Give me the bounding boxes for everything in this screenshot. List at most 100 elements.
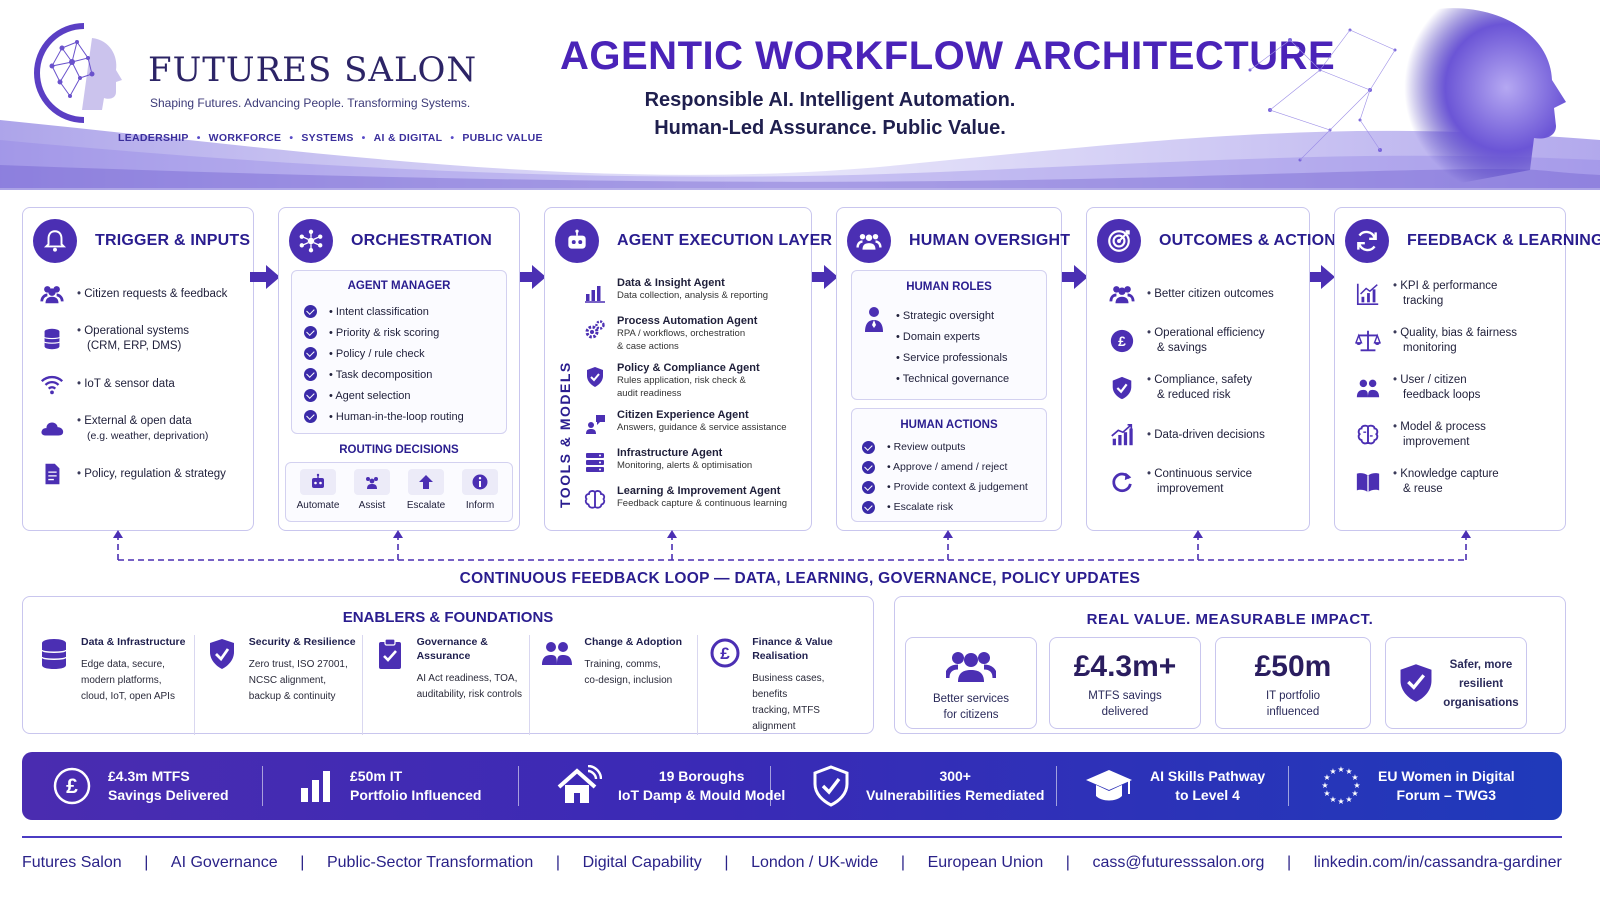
value-card-line: Better services <box>932 693 1010 705</box>
panel-title: AGENT EXECUTION LAYER <box>617 232 833 249</box>
agent-desc: Answers, guidance & service assistance <box>617 422 787 433</box>
routing-label: Inform <box>465 500 495 511</box>
routing-option-automate: Automate <box>292 469 344 511</box>
eu-stars-icon: ★★★★★★ ★★★★★★ <box>1321 765 1360 806</box>
enabler-name: Governance & Assurance <box>416 636 488 662</box>
footer: Futures Salon| AI Governance| Public-Sec… <box>22 854 1562 871</box>
document-icon <box>37 460 67 488</box>
panel-title: FEEDBACK & LEARNING <box>1407 232 1600 249</box>
routing-decisions-box: Automate Assist Escalate Inform <box>285 462 513 522</box>
svg-text:★: ★ <box>1351 789 1358 798</box>
footer-divider <box>22 836 1562 838</box>
robot-icon <box>300 469 336 495</box>
value-card-line: organisations <box>1443 697 1519 709</box>
pillar-leadership: LEADERSHIP <box>118 132 189 144</box>
svg-text:★: ★ <box>1329 767 1336 776</box>
enabler-name: Finance & Value Realisation <box>752 636 833 662</box>
chat-person-icon <box>581 410 609 438</box>
real-value-title: REAL VALUE. MEASURABLE IMPACT. <box>1086 611 1374 628</box>
check-icon <box>304 389 317 402</box>
pound-icon: £ <box>706 635 744 675</box>
svg-text:£: £ <box>720 644 730 663</box>
flow-arrow-icon <box>1058 265 1088 289</box>
enabler-desc: Edge data, secure, <box>81 659 165 670</box>
enabler-desc: Zero trust, ISO 27001, <box>248 659 348 670</box>
item-label-sub: monitoring <box>1403 342 1457 354</box>
svg-text:★: ★ <box>1337 797 1344 806</box>
enabler-governance-assurance: Governance & Assurance AI Act readiness,… <box>371 635 531 735</box>
page-subtitle: Responsible AI. Intelligent Automation. … <box>560 86 1100 142</box>
item-label: Operational efficiency& savings <box>1147 326 1264 356</box>
enabler-desc: NCSC alignment, <box>248 675 327 686</box>
house-signal-icon <box>557 765 602 803</box>
panel-header: OUTCOMES & ACTIONS <box>1097 218 1347 264</box>
agent-manager-box: AGENT MANAGER Intent classification Prio… <box>291 270 507 434</box>
item-label: Citizen requests & feedback <box>77 287 227 302</box>
enablers-row: Data & Infrastructure Edge data, secure,… <box>35 635 865 735</box>
list-item: Task decomposition <box>304 364 498 385</box>
routing-option-inform: Inform <box>454 469 506 511</box>
svg-text:★: ★ <box>1337 765 1344 774</box>
panel-orchestration: ORCHESTRATION AGENT MANAGER Intent class… <box>278 207 520 531</box>
agent-desc: audit readiness <box>617 387 682 399</box>
feedback-loop-label: CONTINUOUS FEEDBACK LOOP — DATA, LEARNIN… <box>459 570 1141 587</box>
check-icon <box>862 500 875 514</box>
svg-text:★: ★ <box>1329 795 1336 804</box>
svg-text:★: ★ <box>1351 773 1358 782</box>
item-label-sub: & savings <box>1157 342 1207 354</box>
list-item: Knowledge capture& reuse <box>1353 466 1555 498</box>
agent-desc: RPA / workflows, orchestration <box>617 328 746 339</box>
panel-header: HUMAN OVERSIGHT <box>847 218 1070 264</box>
real-value-panel: REAL VALUE. MEASURABLE IMPACT. Better se… <box>894 596 1566 734</box>
shield-check-icon <box>1107 374 1137 402</box>
gears-icon <box>581 316 609 344</box>
human-actions-box: HUMAN ACTIONS Review outputs Approve / a… <box>851 408 1047 522</box>
banner-divider <box>518 766 519 806</box>
routing-decisions-title: ROUTING DECISIONS <box>339 444 459 456</box>
routing-option-assist: Assist <box>346 469 398 511</box>
value-card-line: influenced <box>1266 706 1320 718</box>
item-label: Intent classification <box>329 306 429 318</box>
shield-check-icon <box>581 363 609 391</box>
robot-icon <box>555 219 599 263</box>
list-item: Strategic oversight <box>896 305 1038 326</box>
wifi-icon <box>37 370 67 398</box>
value-card-line: IT portfolio <box>1265 690 1321 702</box>
panel-human-oversight: HUMAN OVERSIGHT HUMAN ROLES Strategic ov… <box>836 207 1070 531</box>
list-item: Agent selection <box>304 385 498 406</box>
tools-models-label: TOOLS & MODELS <box>557 361 573 508</box>
cycle-icon <box>1345 219 1389 263</box>
agent-desc: Feedback capture & continuous learning <box>617 498 788 509</box>
header: FUTURES SALON Shaping Futures. Advancing… <box>0 0 1600 190</box>
value-card-line: MTFS savings <box>1088 690 1162 702</box>
item-label: Escalate risk <box>887 501 954 513</box>
item-label: Approve / amend / reject <box>887 461 1007 473</box>
agent-desc: Rules application, risk check & <box>617 375 746 386</box>
footer-email-link[interactable]: cass@futuresssalon.org <box>1092 854 1265 871</box>
pillar-ai-digital: AI & DIGITAL <box>373 132 443 144</box>
flow-arrow-icon <box>808 265 838 289</box>
people-icon <box>1107 280 1137 308</box>
svg-text:★: ★ <box>1345 795 1352 804</box>
panel-header: TRIGGER & INPUTS <box>33 218 250 264</box>
check-icon <box>304 305 317 318</box>
value-card-figure: £4.3m+ <box>1073 650 1177 683</box>
subtitle-line-1: Responsible AI. Intelligent Automation. <box>644 89 1016 111</box>
brain-icon <box>1353 421 1383 449</box>
banner-line: AI Skills Pathway <box>1150 768 1266 784</box>
graduation-cap-icon <box>1086 770 1132 801</box>
agent-name: Learning & Improvement Agent <box>617 485 781 497</box>
value-card-mtfs-savings: £4.3m+ MTFS savings delivered <box>1049 637 1201 729</box>
footer-linkedin-link[interactable]: linkedin.com/in/cassandra-gardiner <box>1313 854 1562 871</box>
routing-row: Automate Assist Escalate Inform <box>292 469 506 511</box>
cloud-icon <box>37 415 67 443</box>
enabler-desc: auditability, risk controls <box>416 689 523 700</box>
